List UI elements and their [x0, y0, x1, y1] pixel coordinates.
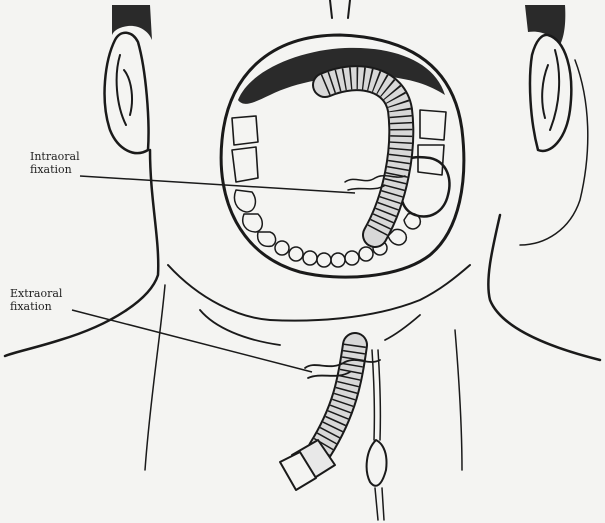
intraoral-leader-line	[80, 176, 355, 193]
ear-right	[530, 35, 571, 151]
pilot-balloon	[367, 440, 387, 486]
neck-right-outline	[488, 215, 600, 360]
intraoral-label-line2: fixation	[30, 163, 80, 176]
head-top-center	[330, 0, 350, 18]
throat-outline-right	[385, 315, 420, 340]
endotracheal-tube-oral	[325, 78, 401, 235]
ear-right-inner	[542, 50, 559, 130]
ear-left-inner	[117, 55, 132, 125]
ear-left	[105, 33, 149, 153]
extraoral-fixation-label: Extraoral fixation	[10, 287, 62, 313]
pilot-balloon-tail	[375, 488, 384, 520]
hair-right	[525, 5, 565, 45]
extraoral-label-line2: fixation	[10, 300, 62, 313]
throat-outline-left	[200, 310, 280, 345]
collar-line-left	[145, 285, 165, 470]
extraoral-label-line1: Extraoral	[10, 287, 62, 300]
neck-left-outline	[5, 150, 158, 356]
collar-line-right	[455, 330, 462, 470]
pilot-balloon-line	[372, 350, 380, 440]
chin-jaw-outline	[168, 265, 470, 321]
intraoral-fixation-label: Intraoral fixation	[30, 150, 80, 176]
intraoral-label-line1: Intraoral	[30, 150, 80, 163]
